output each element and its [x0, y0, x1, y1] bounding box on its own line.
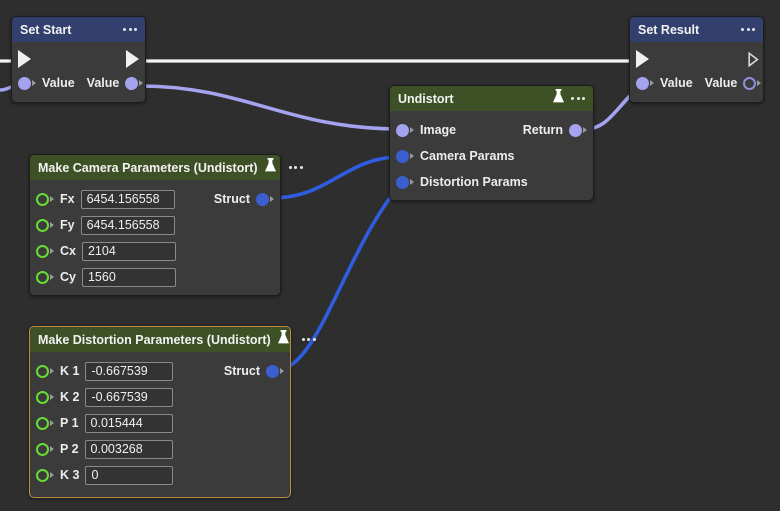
node-make-distortion-parameters[interactable]: Make Distortion Parameters (Undistort) K…: [29, 326, 316, 498]
field-row-cy: Cy: [30, 264, 280, 290]
undistort-row-camera-params: Camera Params: [390, 143, 593, 169]
exec-in-pin[interactable]: [636, 50, 649, 68]
node-set-start[interactable]: Set Start Value Value: [11, 16, 146, 103]
exec-out-pin[interactable]: [748, 52, 759, 67]
value-in-label: Value: [42, 76, 75, 90]
camera-params-label: Camera Params: [420, 149, 515, 163]
value-in-label: Value: [660, 76, 693, 90]
k1-label: K 1: [60, 364, 80, 378]
flask-icon: [277, 329, 290, 350]
exec-row: [630, 48, 763, 70]
ellipsis-icon[interactable]: [301, 338, 316, 341]
distortion-params-label: Distortion Params: [420, 175, 528, 189]
k1-input-pin[interactable]: [36, 364, 54, 378]
node-set-start-header[interactable]: Set Start: [12, 17, 145, 42]
field-row-fy: Fy: [30, 212, 280, 238]
image-input-label: Image: [420, 123, 457, 137]
wire-struct-distortion-undistort: [276, 183, 402, 372]
k2-label: K 2: [60, 390, 80, 404]
fy-input-pin[interactable]: [36, 218, 54, 232]
node-make-distortion-parameters-header[interactable]: Make Distortion Parameters (Undistort): [30, 327, 316, 352]
node-make-distortion-parameters-body: K 1 Struct K 2 P 1: [30, 352, 290, 496]
exec-row: [12, 48, 145, 70]
field-row-fx: Fx Struct: [30, 186, 280, 212]
return-output-pin[interactable]: [569, 123, 587, 137]
k2-input-field[interactable]: [85, 387, 174, 407]
distortion-params-input-pin[interactable]: [396, 175, 414, 189]
p2-label: P 2: [60, 442, 79, 456]
undistort-row-distortion-params: Distortion Params: [390, 169, 593, 195]
node-make-camera-parameters[interactable]: Make Camera Parameters (Undistort) Fx St…: [29, 154, 303, 298]
node-make-distortion-parameters-title: Make Distortion Parameters (Undistort): [38, 332, 271, 347]
ellipsis-icon[interactable]: [571, 97, 585, 100]
ellipsis-icon[interactable]: [288, 166, 303, 169]
value-pin-row: Value Value: [630, 70, 763, 96]
exec-out-pin[interactable]: [126, 50, 139, 68]
field-row-cx: Cx: [30, 238, 280, 264]
struct-output-pin[interactable]: [256, 192, 274, 206]
cx-input-field[interactable]: [81, 241, 176, 261]
node-undistort-header[interactable]: Undistort: [390, 86, 593, 111]
ellipsis-icon[interactable]: [741, 28, 755, 31]
struct-output-label: Struct: [213, 192, 250, 206]
cy-input-field[interactable]: [81, 267, 176, 287]
k3-label: K 3: [60, 468, 80, 482]
p1-input-pin[interactable]: [36, 416, 54, 430]
p2-input-field[interactable]: [84, 439, 173, 459]
node-make-camera-parameters-header[interactable]: Make Camera Parameters (Undistort): [30, 155, 303, 180]
p2-input-pin[interactable]: [36, 442, 54, 456]
value-in-pin[interactable]: [18, 76, 36, 90]
fx-input-field[interactable]: [80, 189, 175, 209]
fy-label: Fy: [60, 218, 75, 232]
k3-input-field[interactable]: [85, 465, 174, 485]
node-make-camera-parameters-title: Make Camera Parameters (Undistort): [38, 160, 258, 175]
value-out-label: Value: [704, 76, 738, 90]
image-input-pin[interactable]: [396, 123, 414, 137]
ellipsis-icon[interactable]: [123, 28, 137, 31]
field-row-p2: P 2: [30, 436, 290, 462]
cy-input-pin[interactable]: [36, 270, 54, 284]
field-row-k1: K 1 Struct: [30, 358, 290, 384]
node-make-camera-parameters-body: Fx Struct Fy Cx: [30, 180, 280, 298]
fx-label: Fx: [60, 192, 75, 206]
node-set-result-title: Set Result: [638, 22, 700, 37]
value-pin-row: Value Value: [12, 70, 145, 96]
node-set-result-header[interactable]: Set Result: [630, 17, 763, 42]
flask-icon: [264, 157, 277, 178]
field-row-k2: K 2: [30, 384, 290, 410]
value-out-pin[interactable]: [743, 76, 762, 90]
node-undistort-title: Undistort: [398, 91, 454, 106]
node-set-result-body: Value Value: [630, 42, 763, 104]
field-row-p1: P 1: [30, 410, 290, 436]
value-in-pin[interactable]: [636, 76, 654, 90]
node-set-start-title: Set Start: [20, 22, 72, 37]
k2-input-pin[interactable]: [36, 390, 54, 404]
value-out-label: Value: [86, 76, 120, 90]
value-out-pin[interactable]: [125, 76, 144, 90]
node-undistort-body: Image Return Camera Params Distortion Pa…: [390, 111, 593, 203]
cx-input-pin[interactable]: [36, 244, 54, 258]
cy-label: Cy: [60, 270, 76, 284]
fx-input-pin[interactable]: [36, 192, 54, 206]
p1-input-field[interactable]: [84, 413, 173, 433]
node-set-result[interactable]: Set Result Value Value: [629, 16, 764, 103]
exec-in-pin[interactable]: [18, 50, 31, 68]
return-output-label: Return: [522, 123, 563, 137]
p1-label: P 1: [60, 416, 79, 430]
k1-input-field[interactable]: [85, 361, 174, 381]
k3-input-pin[interactable]: [36, 468, 54, 482]
flask-icon: [552, 88, 565, 109]
struct-output-pin[interactable]: [266, 364, 284, 378]
node-undistort[interactable]: Undistort Image Return: [389, 85, 594, 201]
wire-value-setstart-undistort-image: [138, 84, 398, 131]
undistort-row-image: Image Return: [390, 117, 593, 143]
wire-struct-camera-undistort: [271, 155, 401, 200]
camera-params-input-pin[interactable]: [396, 149, 414, 163]
fy-input-field[interactable]: [80, 215, 175, 235]
field-row-k3: K 3: [30, 462, 290, 488]
struct-output-label: Struct: [223, 364, 260, 378]
cx-label: Cx: [60, 244, 76, 258]
node-set-start-body: Value Value: [12, 42, 145, 104]
